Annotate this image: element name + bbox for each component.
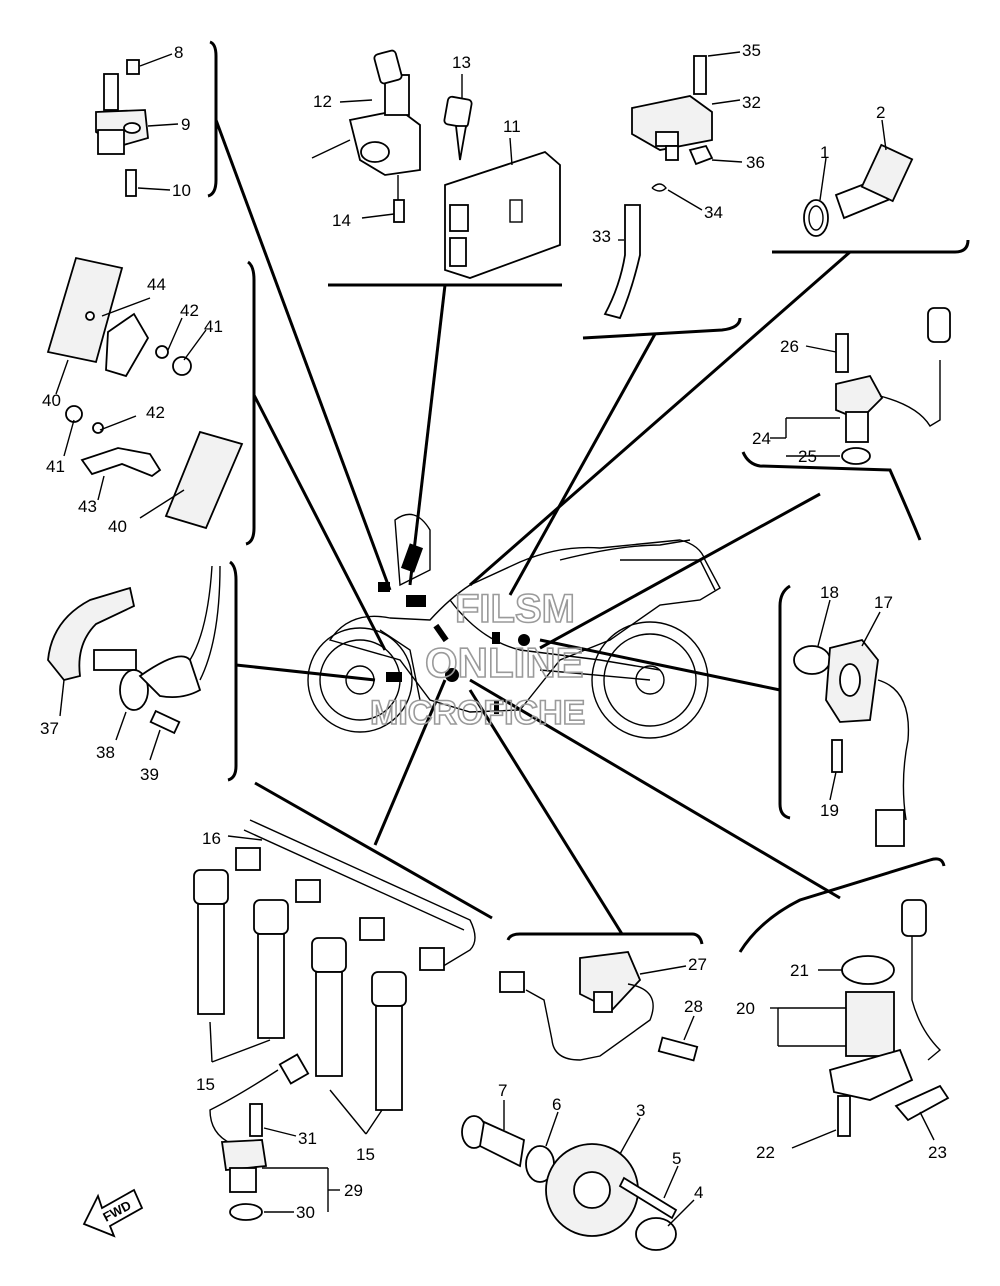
group-29-31: [209, 1053, 340, 1221]
callout-6: 6: [552, 1095, 561, 1114]
callout-23: 23: [928, 1143, 947, 1162]
callout-21: 21: [790, 961, 809, 980]
callout-35: 35: [742, 41, 761, 60]
callout-8: 8: [174, 43, 183, 62]
group-17-19: [793, 599, 910, 847]
group-1-2: [803, 119, 914, 237]
callout-30: 30: [296, 1203, 315, 1222]
callout-3: 3: [636, 1101, 645, 1120]
callout-22: 22: [756, 1143, 775, 1162]
callout-7: 7: [498, 1081, 507, 1100]
callout-38: 38: [96, 743, 115, 762]
callout-19: 19: [820, 801, 839, 820]
callout-2: 2: [876, 103, 885, 122]
callout-labels: 8 9 10 12 13 11 14 35 32 36 34 33 2 1 44…: [40, 41, 947, 1222]
callout-15a: 15: [196, 1075, 215, 1094]
callout-36: 36: [746, 153, 765, 172]
group-frames: [207, 40, 970, 953]
group-32-36: [603, 51, 743, 320]
group-24-26: [770, 307, 951, 465]
callout-40b: 40: [108, 517, 127, 536]
callout-34: 34: [704, 203, 723, 222]
group-15-16: [193, 819, 476, 1135]
callout-14: 14: [332, 211, 351, 230]
callout-13: 13: [452, 53, 471, 72]
callout-20: 20: [736, 999, 755, 1018]
callout-27: 27: [688, 955, 707, 974]
callout-41b: 41: [46, 457, 65, 476]
callout-37: 37: [40, 719, 59, 738]
leader-lines: [214, 119, 851, 935]
callout-26: 26: [780, 337, 799, 356]
fwd-arrow: FWD: [82, 1188, 144, 1238]
watermark-line1: FILSM: [455, 587, 575, 631]
group-27-28: [499, 951, 699, 1062]
callout-39: 39: [140, 765, 159, 784]
watermark-line3: MICROFICHE: [370, 694, 585, 732]
callout-32: 32: [742, 93, 761, 112]
callout-11: 11: [503, 117, 521, 136]
group-37-39: [47, 565, 221, 761]
group-11-14: [311, 49, 561, 279]
callout-18: 18: [820, 583, 839, 602]
watermark: FILSM ONLINE MICROFICHE: [369, 586, 586, 733]
callout-42a: 42: [180, 301, 199, 320]
watermark-line2: ONLINE: [425, 639, 584, 686]
callout-16: 16: [202, 829, 221, 848]
callout-33: 33: [592, 227, 611, 246]
callout-31: 31: [298, 1129, 317, 1148]
rear-wheel: [591, 621, 709, 739]
callout-5: 5: [672, 1149, 681, 1168]
callout-42b: 42: [146, 403, 165, 422]
callout-4: 4: [694, 1183, 703, 1202]
callout-29: 29: [344, 1181, 363, 1200]
group-20-23: [770, 899, 950, 1149]
callout-17: 17: [874, 593, 893, 612]
callout-24: 24: [752, 429, 771, 448]
callout-43: 43: [78, 497, 97, 516]
motorcycle: [307, 513, 721, 739]
group-8-9-10: [95, 53, 179, 197]
callout-41a: 41: [204, 317, 223, 336]
callout-9: 9: [181, 115, 190, 134]
callout-28: 28: [684, 997, 703, 1016]
group-3-7: [461, 1100, 695, 1251]
callout-44: 44: [147, 275, 166, 294]
callout-1: 1: [820, 143, 829, 162]
callout-10: 10: [172, 181, 191, 200]
callout-12: 12: [313, 92, 332, 111]
callout-40a: 40: [42, 391, 61, 410]
front-wheel: [307, 627, 413, 733]
callout-15b: 15: [356, 1145, 375, 1164]
callout-25: 25: [798, 447, 817, 466]
group-40-44: [46, 256, 244, 530]
